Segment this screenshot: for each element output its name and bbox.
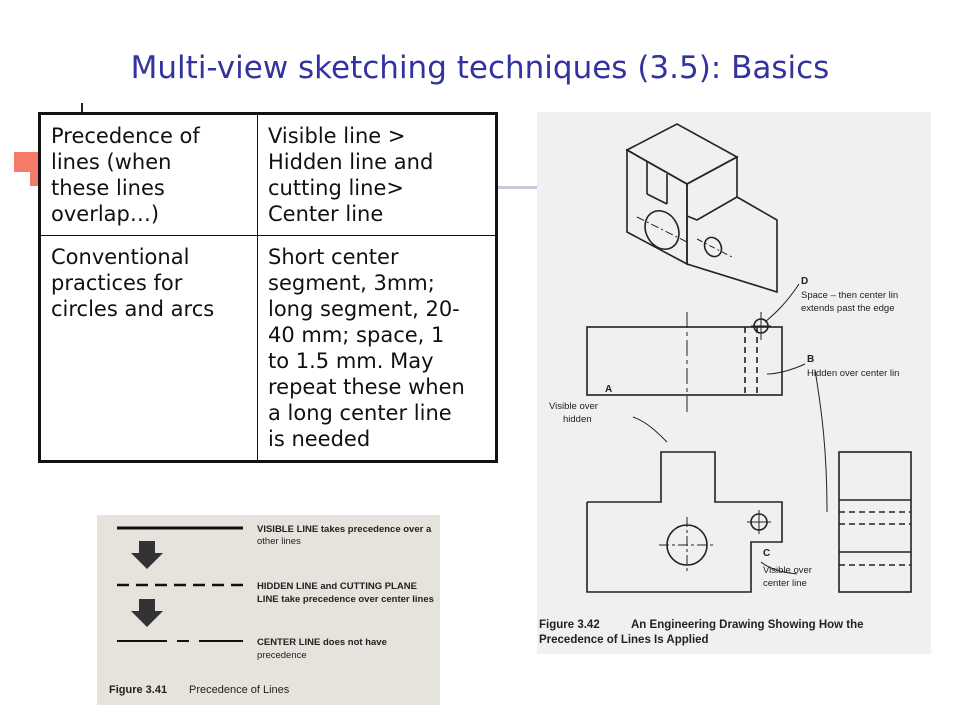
figure-41-caption-title: Precedence of Lines: [189, 684, 290, 696]
label-b: B: [807, 354, 814, 365]
svg-text:precedence: precedence: [257, 650, 307, 661]
svg-text:other lines: other lines: [257, 536, 301, 547]
accent-divider: [497, 186, 537, 189]
top-view: [586, 451, 783, 593]
svg-text:LINE take precedence over cent: LINE take precedence over center lines: [257, 594, 434, 605]
table-cell-label: Precedence of lines (when these lines ov…: [39, 113, 258, 236]
down-arrow-icon: [131, 599, 163, 627]
svg-text:HIDDEN LINE and CUTTING PLANE: HIDDEN LINE and CUTTING PLANE: [257, 581, 417, 592]
figure-41-caption-number: Figure 3.41: [109, 684, 167, 696]
svg-text:Visible over: Visible over: [763, 565, 812, 576]
figure-42-caption-line-1: An Engineering Drawing Showing How the: [631, 619, 864, 631]
svg-text:Hidden over center lin: Hidden over center lin: [807, 368, 899, 379]
label-a: A: [605, 384, 612, 395]
figure-precedence-of-lines: VISIBLE LINE takes precedence over a oth…: [97, 515, 440, 705]
leader-lines: [632, 283, 828, 575]
svg-text:CENTER LINE does not have: CENTER LINE does not have: [257, 637, 387, 648]
figure-engineering-drawing: D Space – then center lin extends past t…: [537, 112, 931, 654]
svg-text:center line: center line: [763, 578, 807, 589]
table-cell-value: Visible line > Hidden line and cutting l…: [257, 113, 497, 236]
svg-text:hidden: hidden: [563, 414, 592, 425]
svg-text:Visible over: Visible over: [549, 401, 598, 412]
figure-41-drawing: VISIBLE LINE takes precedence over a oth…: [109, 524, 434, 696]
side-view: [838, 451, 912, 593]
svg-text:extends past the edge: extends past the edge: [801, 303, 895, 314]
figure-42-caption-number: Figure 3.42: [539, 619, 600, 631]
isometric-view: [625, 123, 778, 294]
slide-title: Multi-view sketching techniques (3.5): B…: [130, 50, 830, 86]
figure-42-drawing: D Space – then center lin extends past t…: [539, 123, 912, 646]
precedence-table: Precedence of lines (when these lines ov…: [38, 112, 498, 463]
table-cell-label: Conventional practices for circles and a…: [39, 235, 258, 462]
table-cell-value: Short center segment, 3mm; long segment,…: [257, 235, 497, 462]
down-arrow-icon: [131, 541, 163, 569]
svg-text:VISIBLE LINE takes precedence: VISIBLE LINE takes precedence over a: [257, 524, 432, 535]
margin-tick: [81, 103, 83, 115]
label-c: C: [763, 548, 770, 559]
label-d: D: [801, 276, 808, 287]
svg-text:Space – then center lin: Space – then center lin: [801, 290, 898, 301]
table-row: Conventional practices for circles and a…: [39, 235, 497, 462]
figure-42-caption-line-2: Precedence of Lines Is Applied: [539, 634, 709, 646]
front-view: [586, 312, 783, 412]
table-row: Precedence of lines (when these lines ov…: [39, 113, 497, 236]
